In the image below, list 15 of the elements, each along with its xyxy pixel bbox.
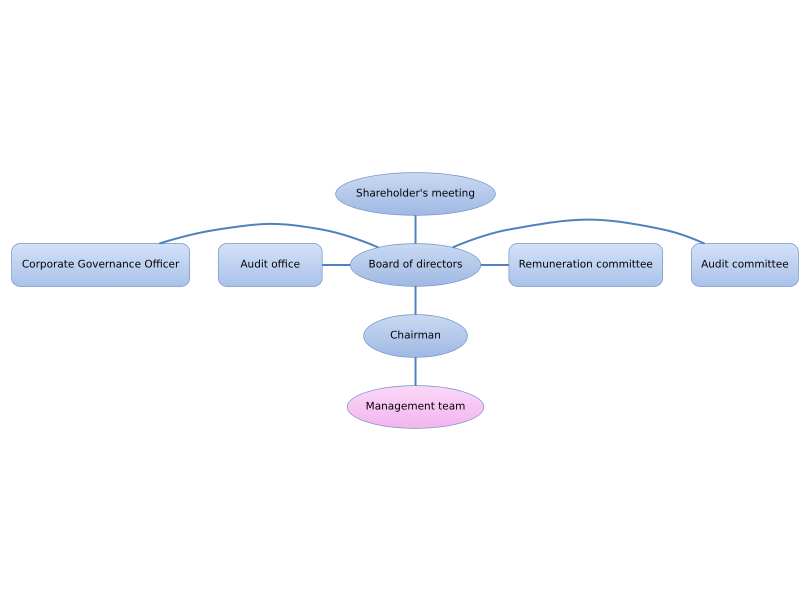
node-box: Audit office bbox=[218, 242, 322, 286]
node-ellipse: Board of directors bbox=[350, 242, 482, 286]
connector bbox=[414, 356, 416, 386]
node-ellipse: Shareholder's meeting bbox=[335, 172, 496, 216]
connector bbox=[414, 214, 416, 244]
node-box: Remuneration committee bbox=[508, 242, 664, 286]
connector bbox=[480, 264, 509, 266]
node-ellipse: Management team bbox=[346, 384, 484, 428]
connector bbox=[322, 264, 350, 266]
connector bbox=[452, 218, 705, 248]
node-ellipse: Chairman bbox=[363, 314, 468, 358]
node-box: Corporate Governance Officer bbox=[11, 242, 190, 286]
connector bbox=[158, 222, 379, 248]
connector bbox=[414, 286, 416, 314]
node-box: Audit committee bbox=[690, 242, 799, 286]
